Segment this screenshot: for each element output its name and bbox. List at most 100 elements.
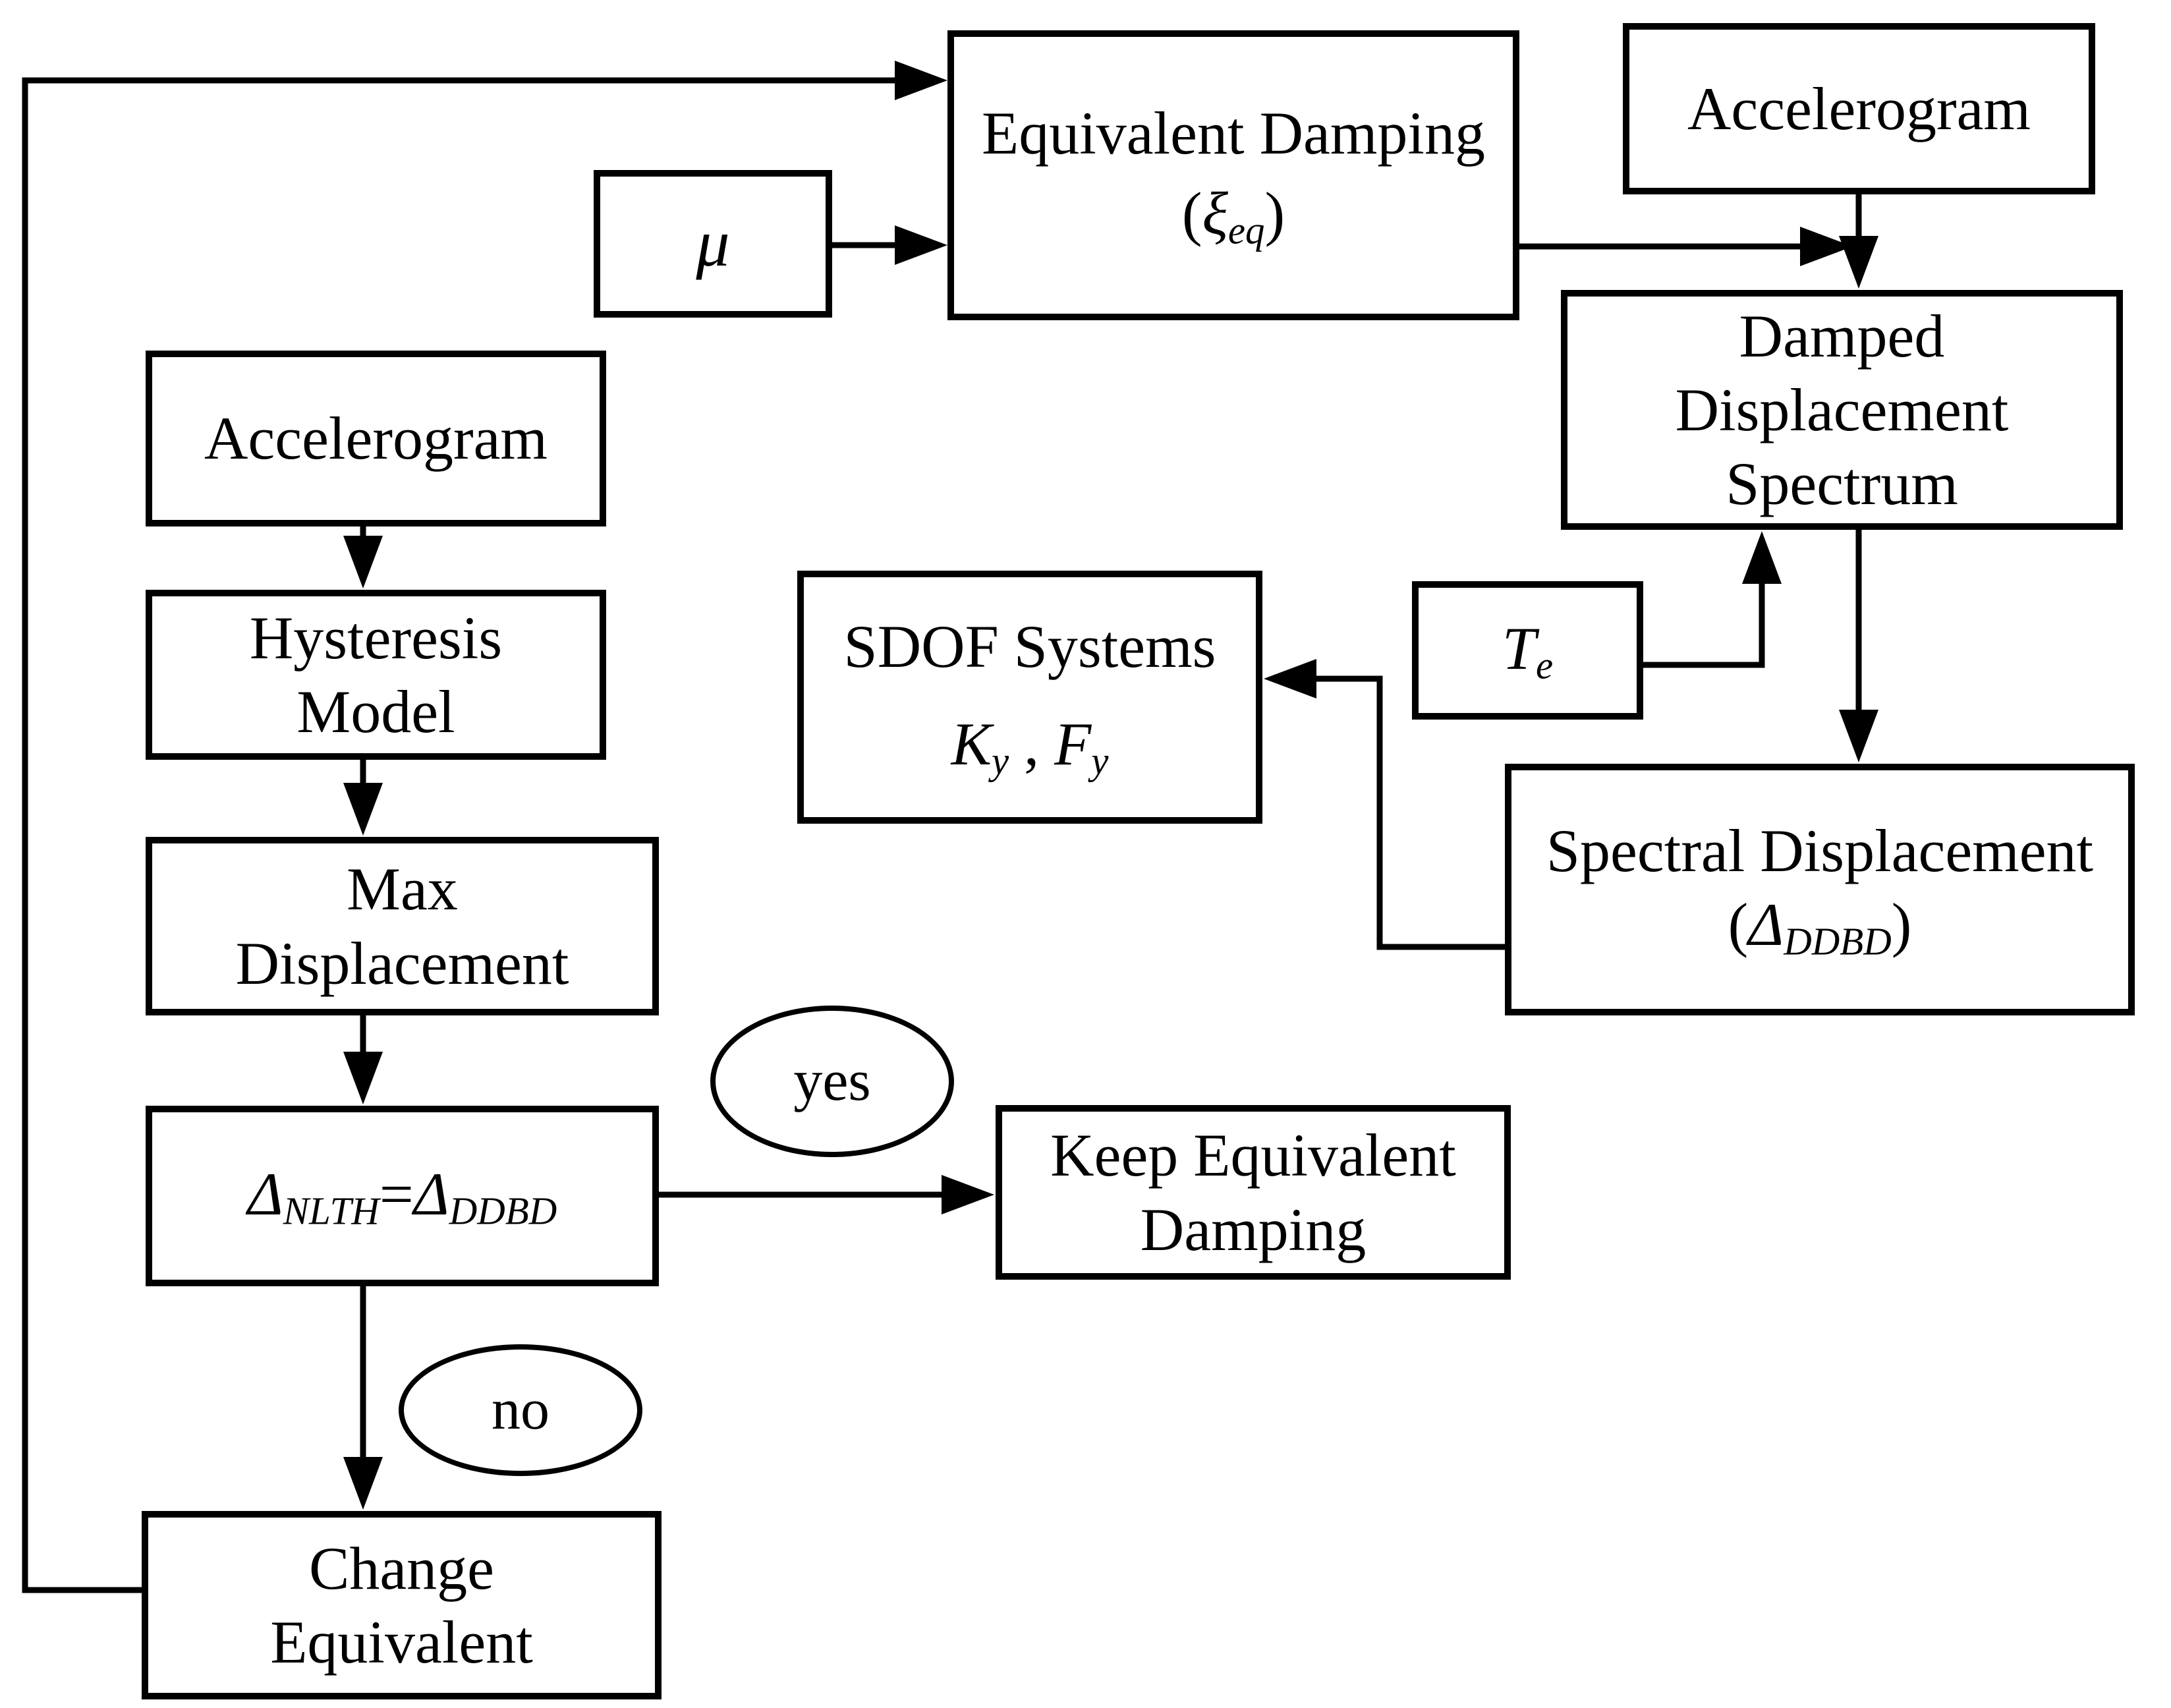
- node-spectral-displacement: Spectral Displacement(ΔDDBD): [1505, 764, 2135, 1015]
- label-line: Damping: [1002, 1193, 1504, 1267]
- label-line: Equivalent Damping: [954, 96, 1513, 170]
- node-label: no: [404, 1375, 637, 1445]
- node-accelerogram-top: Accelerogram: [1623, 23, 2095, 194]
- label-segment: F: [1054, 710, 1092, 778]
- label-segment: ): [1891, 890, 1912, 958]
- label-segment: Change: [308, 1534, 495, 1602]
- label-segment: Model: [296, 678, 455, 745]
- label-segment: DDBD: [1784, 920, 1892, 963]
- node-equivalent-damping: Equivalent Damping (ξeq): [947, 30, 1519, 320]
- label-segment: Damping: [1140, 1195, 1367, 1263]
- node-label: Equivalent Damping (ξeq): [954, 96, 1513, 255]
- label-segment: Spectrum: [1726, 450, 1958, 518]
- label-segment: no: [492, 1378, 550, 1442]
- edge-te-to-damped-spectrum-arrowhead: [1742, 531, 1782, 584]
- node-accelerogram-left: Accelerogram: [146, 351, 606, 527]
- label-segment: DDBD: [449, 1189, 557, 1233]
- label-segment: Δ: [247, 1160, 283, 1228]
- label-segment: eq: [1227, 209, 1265, 252]
- label-line: Accelerogram: [1629, 72, 2089, 146]
- label-line: yes: [716, 1046, 949, 1116]
- edge-damped-spectrum-to-spectral-displacement-arrowhead: [1839, 710, 1878, 762]
- label-line: (ξeq): [954, 177, 1513, 255]
- label-line: Damped: [1567, 299, 2116, 373]
- node-label: yes: [716, 1046, 949, 1116]
- label-segment: T: [1502, 614, 1537, 682]
- label-segment: (: [1181, 179, 1202, 247]
- label-line: Hysteresis: [152, 601, 600, 675]
- label-line: Spectrum: [1567, 447, 2116, 521]
- node-label: Spectral Displacement(ΔDDBD): [1511, 814, 2128, 966]
- label-segment: Max: [347, 855, 458, 923]
- edge-equivalent-damping-to-spectrum-junction-arrowhead: [1800, 227, 1853, 266]
- node-mu: μ: [594, 170, 832, 318]
- node-label: Accelerogram: [152, 401, 600, 475]
- node-delta-check: ΔNLTH=ΔDDBD: [146, 1106, 659, 1286]
- label-segment: Equivalent: [270, 1608, 533, 1676]
- decision-ellipse-no: no: [399, 1344, 642, 1476]
- label-segment: NLTH: [283, 1189, 380, 1233]
- label-line: Accelerogram: [152, 401, 600, 475]
- edge-spectral-displacement-to-sdof-line: [1311, 675, 1505, 950]
- label-segment: Displacement: [235, 929, 569, 997]
- edge-te-to-damped-spectrum-line: [1643, 579, 1765, 668]
- label-segment: μ: [696, 206, 730, 281]
- label-segment: Accelerogram: [204, 405, 548, 472]
- node-label: ΔNLTH=ΔDDBD: [152, 1157, 652, 1236]
- label-segment: Hysteresis: [249, 604, 503, 671]
- edge-loop-change-to-equivalent-damping-line: [22, 77, 900, 1593]
- node-label: μ: [600, 203, 826, 285]
- label-line: Equivalent: [148, 1605, 655, 1679]
- label-line: Change: [148, 1531, 655, 1605]
- label-line: ΔNLTH=ΔDDBD: [152, 1157, 652, 1236]
- label-segment: SDOF Systems: [843, 612, 1216, 680]
- edge-delta-check-yes-to-keep-arrowhead: [942, 1175, 994, 1214]
- label-line: (ΔDDBD): [1511, 888, 2128, 966]
- label-segment: ,: [1009, 710, 1055, 778]
- label-line: no: [404, 1375, 637, 1445]
- label-segment: y: [991, 739, 1009, 783]
- decision-ellipse-yes: yes: [710, 1006, 954, 1157]
- label-segment: e: [1536, 644, 1554, 687]
- edge-delta-check-no-to-change-arrowhead: [343, 1457, 383, 1510]
- label-line: Model: [152, 675, 600, 749]
- label-line: Displacement: [1567, 373, 2116, 447]
- label-line: Displacement: [152, 926, 652, 1000]
- label-segment: y: [1091, 739, 1109, 783]
- label-segment: K: [951, 710, 992, 778]
- label-segment: ): [1264, 179, 1285, 247]
- label-segment: Δ: [1748, 890, 1784, 958]
- edge-spectral-displacement-to-sdof-arrowhead: [1264, 659, 1316, 698]
- label-segment: =: [379, 1160, 414, 1228]
- label-segment: Damped: [1739, 302, 1945, 370]
- label-segment: ξ: [1202, 179, 1228, 247]
- label-line: Ky , Fy: [804, 707, 1256, 785]
- edge-hysteresis-to-max-displacement-arrowhead: [343, 783, 383, 836]
- label-line: Te: [1419, 612, 1637, 690]
- edge-accelerogram-to-damped-spectrum-arrowhead: [1839, 236, 1878, 289]
- label-line: Keep Equivalent: [1002, 1118, 1504, 1192]
- edge-loop-change-to-equivalent-damping-arrowhead: [895, 61, 947, 100]
- label-segment: Displacement: [1675, 376, 2009, 443]
- label-line: Spectral Displacement: [1511, 814, 2128, 888]
- label-segment: Equivalent Damping: [982, 99, 1485, 167]
- label-segment: Δ: [413, 1160, 449, 1228]
- label-segment: yes: [793, 1049, 871, 1114]
- node-label: Te: [1419, 612, 1637, 690]
- label-segment: Keep Equivalent: [1050, 1122, 1456, 1189]
- node-label: Accelerogram: [1629, 72, 2089, 146]
